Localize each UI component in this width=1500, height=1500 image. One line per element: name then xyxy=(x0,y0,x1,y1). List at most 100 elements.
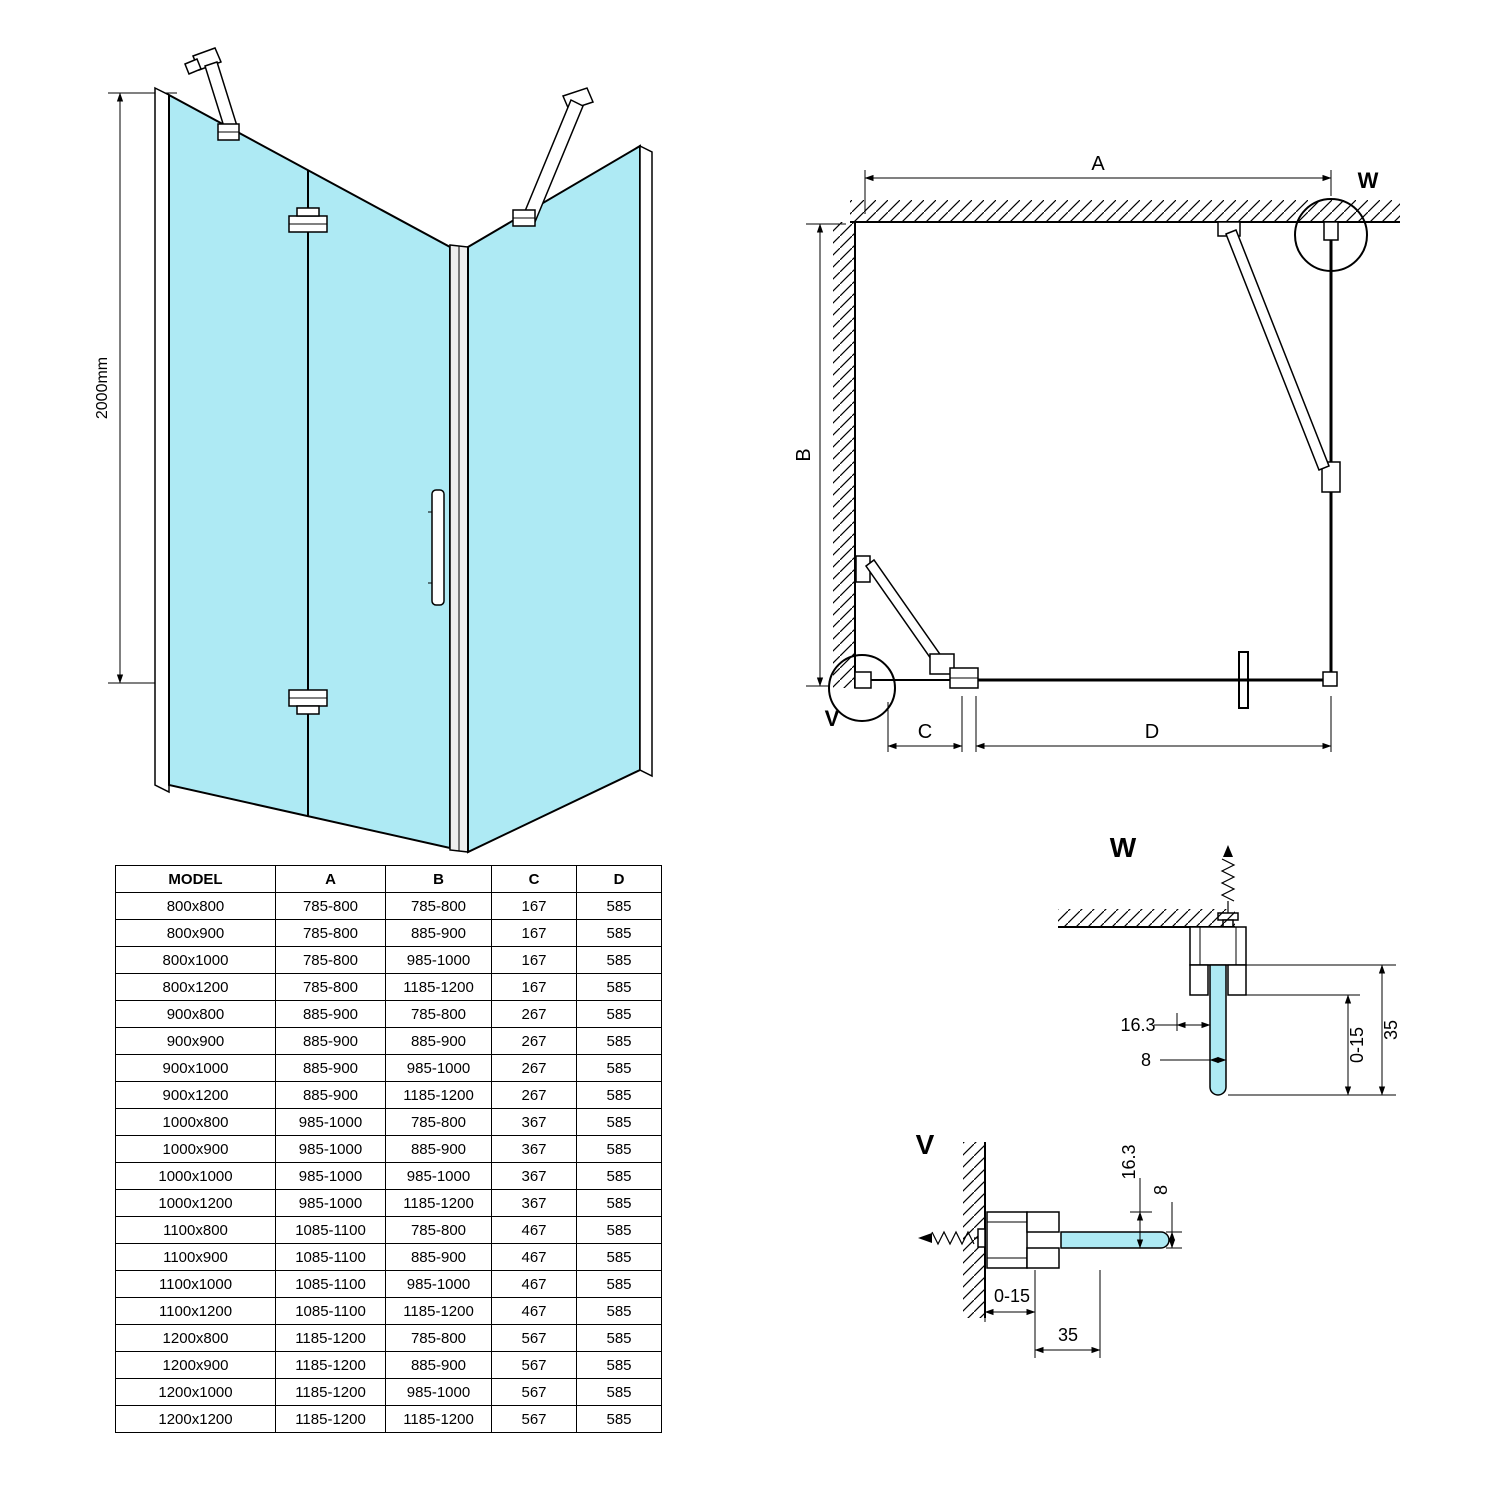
table-header-cell: A xyxy=(275,865,386,893)
corner-fitting xyxy=(1322,671,1338,687)
wall-top-hatch xyxy=(850,200,1400,223)
table-cell: 585 xyxy=(576,1351,662,1379)
dim-v-35: 35 xyxy=(1034,1270,1101,1358)
support-bar-plan-bottom xyxy=(855,555,955,675)
glass-top-fitting xyxy=(1323,221,1339,241)
table-cell: 885-900 xyxy=(385,1135,492,1163)
hinge-top xyxy=(288,207,328,233)
table-cell: 785-800 xyxy=(385,1216,492,1244)
table-cell: 585 xyxy=(576,1216,662,1244)
table-cell: 900x800 xyxy=(115,1000,276,1028)
table-cell: 1000x1000 xyxy=(115,1162,276,1190)
table-cell: 785-800 xyxy=(385,1324,492,1352)
ceiling-hatch xyxy=(1058,909,1235,928)
table-cell: 585 xyxy=(576,919,662,947)
table-cell: 585 xyxy=(576,1297,662,1325)
dim-v-015-label: 0-15 xyxy=(994,1286,1030,1306)
table-cell: 1000x800 xyxy=(115,1108,276,1136)
table-cell: 985-1000 xyxy=(385,946,492,974)
table-cell: 1185-1200 xyxy=(385,973,492,1001)
table-cell: 1100x1200 xyxy=(115,1297,276,1325)
detail-v-ref-label: V xyxy=(825,706,840,731)
table-cell: 585 xyxy=(576,1270,662,1298)
detail-w-ref-label: W xyxy=(1358,168,1379,193)
height-label: 2000mm xyxy=(94,357,111,419)
table-cell: 1100x900 xyxy=(115,1243,276,1271)
table-cell: 1200x1000 xyxy=(115,1378,276,1406)
table-cell: 785-800 xyxy=(275,973,386,1001)
dim-v-35-label: 35 xyxy=(1058,1325,1078,1345)
table-cell: 467 xyxy=(491,1297,577,1325)
dim-v-163-label: 16.3 xyxy=(1119,1144,1139,1179)
dim-w-35: 35 xyxy=(1246,964,1401,1096)
table-cell: 985-1000 xyxy=(275,1108,386,1136)
detail-v-circle xyxy=(828,654,896,722)
table-cell: 885-900 xyxy=(385,1243,492,1271)
dim-w-015: 0-15 xyxy=(1228,994,1396,1096)
plan-view-drawing: A W V xyxy=(793,153,1400,752)
table-cell: 267 xyxy=(491,1081,577,1109)
table-cell: 1085-1100 xyxy=(275,1216,386,1244)
table-cell: 785-800 xyxy=(385,892,492,920)
dim-c: C xyxy=(887,696,963,752)
table-header-cell: B xyxy=(385,865,492,893)
wall-profile-bracket xyxy=(1189,926,1247,996)
table-cell: 1000x1200 xyxy=(115,1189,276,1217)
dim-v-163: 16.3 xyxy=(1119,1144,1152,1249)
table-cell: 885-900 xyxy=(385,1351,492,1379)
dim-w-8-label: 8 xyxy=(1141,1050,1151,1070)
hinge-bottom xyxy=(288,689,328,715)
table-cell: 900x900 xyxy=(115,1027,276,1055)
table-cell: 467 xyxy=(491,1270,577,1298)
table-cell: 367 xyxy=(491,1189,577,1217)
table-cell: 167 xyxy=(491,919,577,947)
table-cell: 885-900 xyxy=(275,1027,386,1055)
table-cell: 785-800 xyxy=(275,919,386,947)
table-cell: 785-800 xyxy=(385,1108,492,1136)
support-bar-right xyxy=(512,87,595,227)
table-cell: 585 xyxy=(576,1378,662,1406)
front-view-drawing: 2000mm xyxy=(94,47,653,854)
dim-b: B xyxy=(793,223,846,687)
dim-w-8: 8 xyxy=(1141,1047,1227,1070)
table-header-cell: C xyxy=(491,865,577,893)
detail-v-title: V xyxy=(916,1129,935,1160)
wall-left-hatch xyxy=(833,222,856,688)
glass-section xyxy=(1209,964,1227,1096)
handle-mark xyxy=(1238,651,1249,709)
table-cell: 567 xyxy=(491,1405,577,1433)
table-cell: 885-900 xyxy=(385,919,492,947)
table-cell: 885-900 xyxy=(385,1027,492,1055)
wall-profile-bracket xyxy=(986,1211,1060,1269)
table-cell: 900x1200 xyxy=(115,1081,276,1109)
dim-v-8: 8 xyxy=(1151,1185,1182,1249)
detail-w-title: W xyxy=(1110,832,1137,863)
detail-w-drawing: W 16.3 xyxy=(1058,832,1401,1096)
table-cell: 585 xyxy=(576,1027,662,1055)
table-cell: 1185-1200 xyxy=(275,1324,386,1352)
dim-w-163: 16.3 xyxy=(1120,1013,1211,1035)
table-cell: 585 xyxy=(576,973,662,1001)
table-cell: 585 xyxy=(576,946,662,974)
table-cell: 800x1200 xyxy=(115,973,276,1001)
table-cell: 1200x800 xyxy=(115,1324,276,1352)
table-cell: 885-900 xyxy=(275,1054,386,1082)
support-bar-clamp xyxy=(1321,461,1341,493)
height-dimension: 2000mm xyxy=(94,92,177,684)
table-cell: 785-800 xyxy=(275,946,386,974)
table-cell: 785-800 xyxy=(275,892,386,920)
table-cell: 585 xyxy=(576,1108,662,1136)
table-cell: 1185-1200 xyxy=(385,1081,492,1109)
